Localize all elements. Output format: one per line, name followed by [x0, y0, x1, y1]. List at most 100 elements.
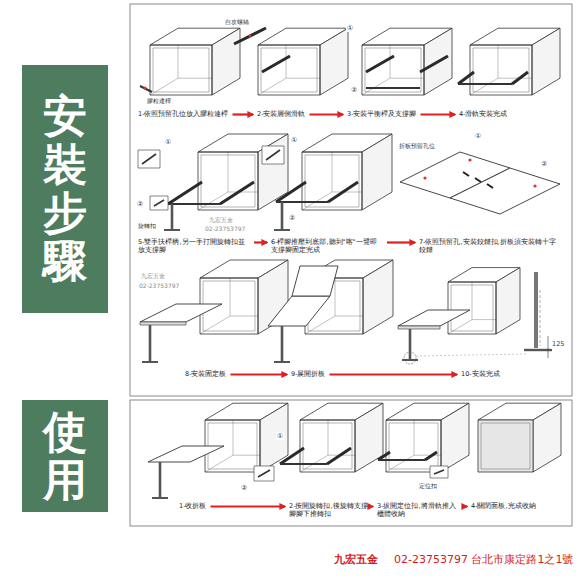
watermark: 九宏五金 — [140, 272, 166, 279]
cabinet-inner — [362, 78, 390, 95]
watermark: 02-23753797 — [138, 282, 180, 289]
detail-part — [154, 200, 164, 206]
step-caption: 7-依照預留孔,安裝鉸鏈扣,折板須安裝轉十字鉸鏈 — [418, 238, 560, 255]
leg-foot — [152, 497, 168, 499]
leg-detail — [534, 272, 538, 348]
slide-rail — [220, 182, 254, 204]
hinge — [487, 184, 493, 188]
cabinet-edge — [303, 423, 352, 469]
board-edge — [398, 326, 440, 329]
dimension-line — [548, 336, 549, 358]
part-label: 旋轉扣 — [137, 222, 157, 229]
mark-dot — [423, 176, 426, 179]
step-caption: 9-展開折板 — [290, 370, 326, 378]
part-label: 折板預留孔位 — [398, 142, 436, 149]
part-label: ② — [540, 160, 548, 168]
step-text: 2-安裝層側滑軌 — [257, 110, 305, 118]
section-band: 使用 — [22, 400, 108, 512]
cabinet-edge — [305, 155, 359, 207]
slide-rail — [378, 452, 390, 460]
step-arrow — [254, 241, 267, 243]
slide-rail — [425, 452, 437, 460]
step-caption: 1-依照預留孔位放入膠粒連桿 — [137, 110, 229, 118]
step-text: 2-按開旋轉扣,後旋轉支撐腳腳下推轉扣 — [289, 502, 369, 519]
part-label: 膠粒連桿 — [146, 97, 172, 104]
support-leg — [159, 462, 162, 498]
step-caption: 5-雙手扶桿柄,另一手打開旋轉扣並放支撐腳 — [137, 238, 251, 255]
section-title: 使用 — [43, 408, 87, 505]
footer-text: 九宏五金 — [333, 553, 379, 566]
slide-rail — [276, 182, 306, 202]
step-arrow — [463, 505, 467, 507]
cabinet-edge — [389, 423, 438, 469]
step-text: 4-關閉面板,完成收納 — [471, 502, 536, 510]
cabinet-side — [355, 403, 383, 472]
step-arrow — [210, 505, 285, 507]
cabinet-side — [532, 28, 560, 95]
cabinet-front — [258, 45, 320, 95]
hinge — [463, 172, 469, 176]
cabinet-edge — [153, 48, 209, 92]
cabinet-inner — [386, 455, 414, 472]
cabinet-front — [198, 152, 258, 210]
cabinet-front — [478, 420, 533, 472]
detail-leader — [416, 354, 528, 356]
table-board — [148, 446, 224, 462]
cabinet-side — [533, 403, 561, 472]
part-label: ② — [288, 214, 296, 222]
mark-dot — [533, 184, 536, 187]
step-arrow — [232, 113, 253, 115]
part-label: ② — [240, 484, 248, 492]
slide-rail — [512, 72, 528, 84]
cabinet-inner — [470, 78, 498, 95]
hinge — [475, 178, 481, 182]
step-text: 1-依照預留孔位放入膠粒連桿 — [138, 110, 228, 118]
cabinet-side — [441, 403, 469, 472]
detail-inset — [150, 196, 168, 210]
cabinet-edge — [451, 285, 493, 331]
part-label: ② — [136, 200, 144, 208]
cabinet-edge — [481, 423, 530, 469]
part-label: ① — [346, 24, 354, 32]
board-edge — [140, 322, 186, 325]
use-frame — [130, 400, 572, 526]
cabinet-inner — [448, 320, 472, 334]
step-caption: 1-收折板 — [178, 502, 207, 510]
table-board — [268, 296, 330, 326]
cabinet-side — [320, 28, 348, 95]
table-board — [398, 310, 470, 326]
step-arrow — [387, 241, 415, 243]
table-board — [292, 266, 338, 296]
part-label: ② — [350, 86, 358, 94]
balance-bar — [378, 459, 425, 461]
cabinet-front — [448, 282, 496, 334]
section-band: 安裝步驟 — [22, 65, 108, 313]
cabinet-front — [470, 45, 532, 95]
cabinet-inner — [200, 316, 230, 334]
slide-rail — [168, 182, 202, 204]
slide-rail — [234, 28, 266, 44]
leg-foot — [274, 361, 290, 363]
cabinet-edge — [201, 155, 255, 207]
mark-dot — [468, 158, 471, 161]
detail-inset — [254, 466, 274, 481]
slide-rail — [280, 448, 304, 464]
step-text: 4-滑軌安裝完成 — [459, 110, 507, 118]
slide-rail — [366, 56, 394, 72]
step-text: 6-桿腳推壓到底部,聽到"喀"一聲即支撐腳固定完成 — [271, 238, 383, 255]
section-title: 安裝步驟 — [43, 92, 87, 286]
cabinet-edge — [261, 48, 317, 92]
part-label: ① — [164, 138, 172, 146]
support-leg — [281, 202, 284, 230]
step-text: 3-安裝平衡桿及支撐腳 — [347, 110, 416, 118]
step-arrow — [309, 113, 343, 115]
step-frame — [130, 4, 572, 396]
detail-circle — [404, 352, 416, 364]
mark-dot — [249, 35, 252, 38]
balance-bar — [168, 203, 220, 205]
step-caption: 4-滑軌安裝完成 — [458, 110, 508, 118]
detail-inset — [430, 466, 448, 478]
part-label: ① — [290, 136, 298, 144]
mark-dot — [143, 86, 146, 89]
step-text: 8-安裝固定板 — [185, 370, 226, 378]
